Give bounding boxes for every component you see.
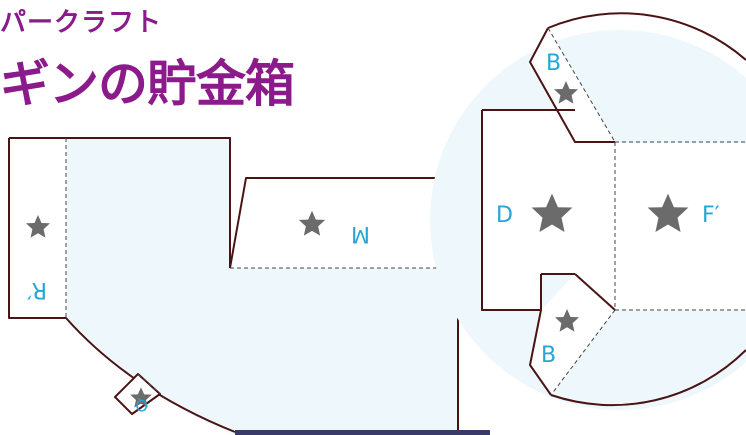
label-m: M	[351, 221, 370, 246]
label-d: D	[496, 203, 513, 228]
label-q: Q	[135, 396, 148, 415]
m-panel	[229, 177, 459, 269]
label-b-bottom: B	[541, 343, 556, 368]
label-b-top: B	[546, 51, 561, 76]
page-title: ギンの貯金箱	[0, 55, 295, 113]
label-r-prime: R′	[27, 277, 47, 302]
subtitle: パークラフト	[0, 8, 163, 38]
right-piece	[430, 12, 746, 410]
label-f-prime: F′	[702, 203, 720, 228]
q-tab	[114, 373, 161, 415]
